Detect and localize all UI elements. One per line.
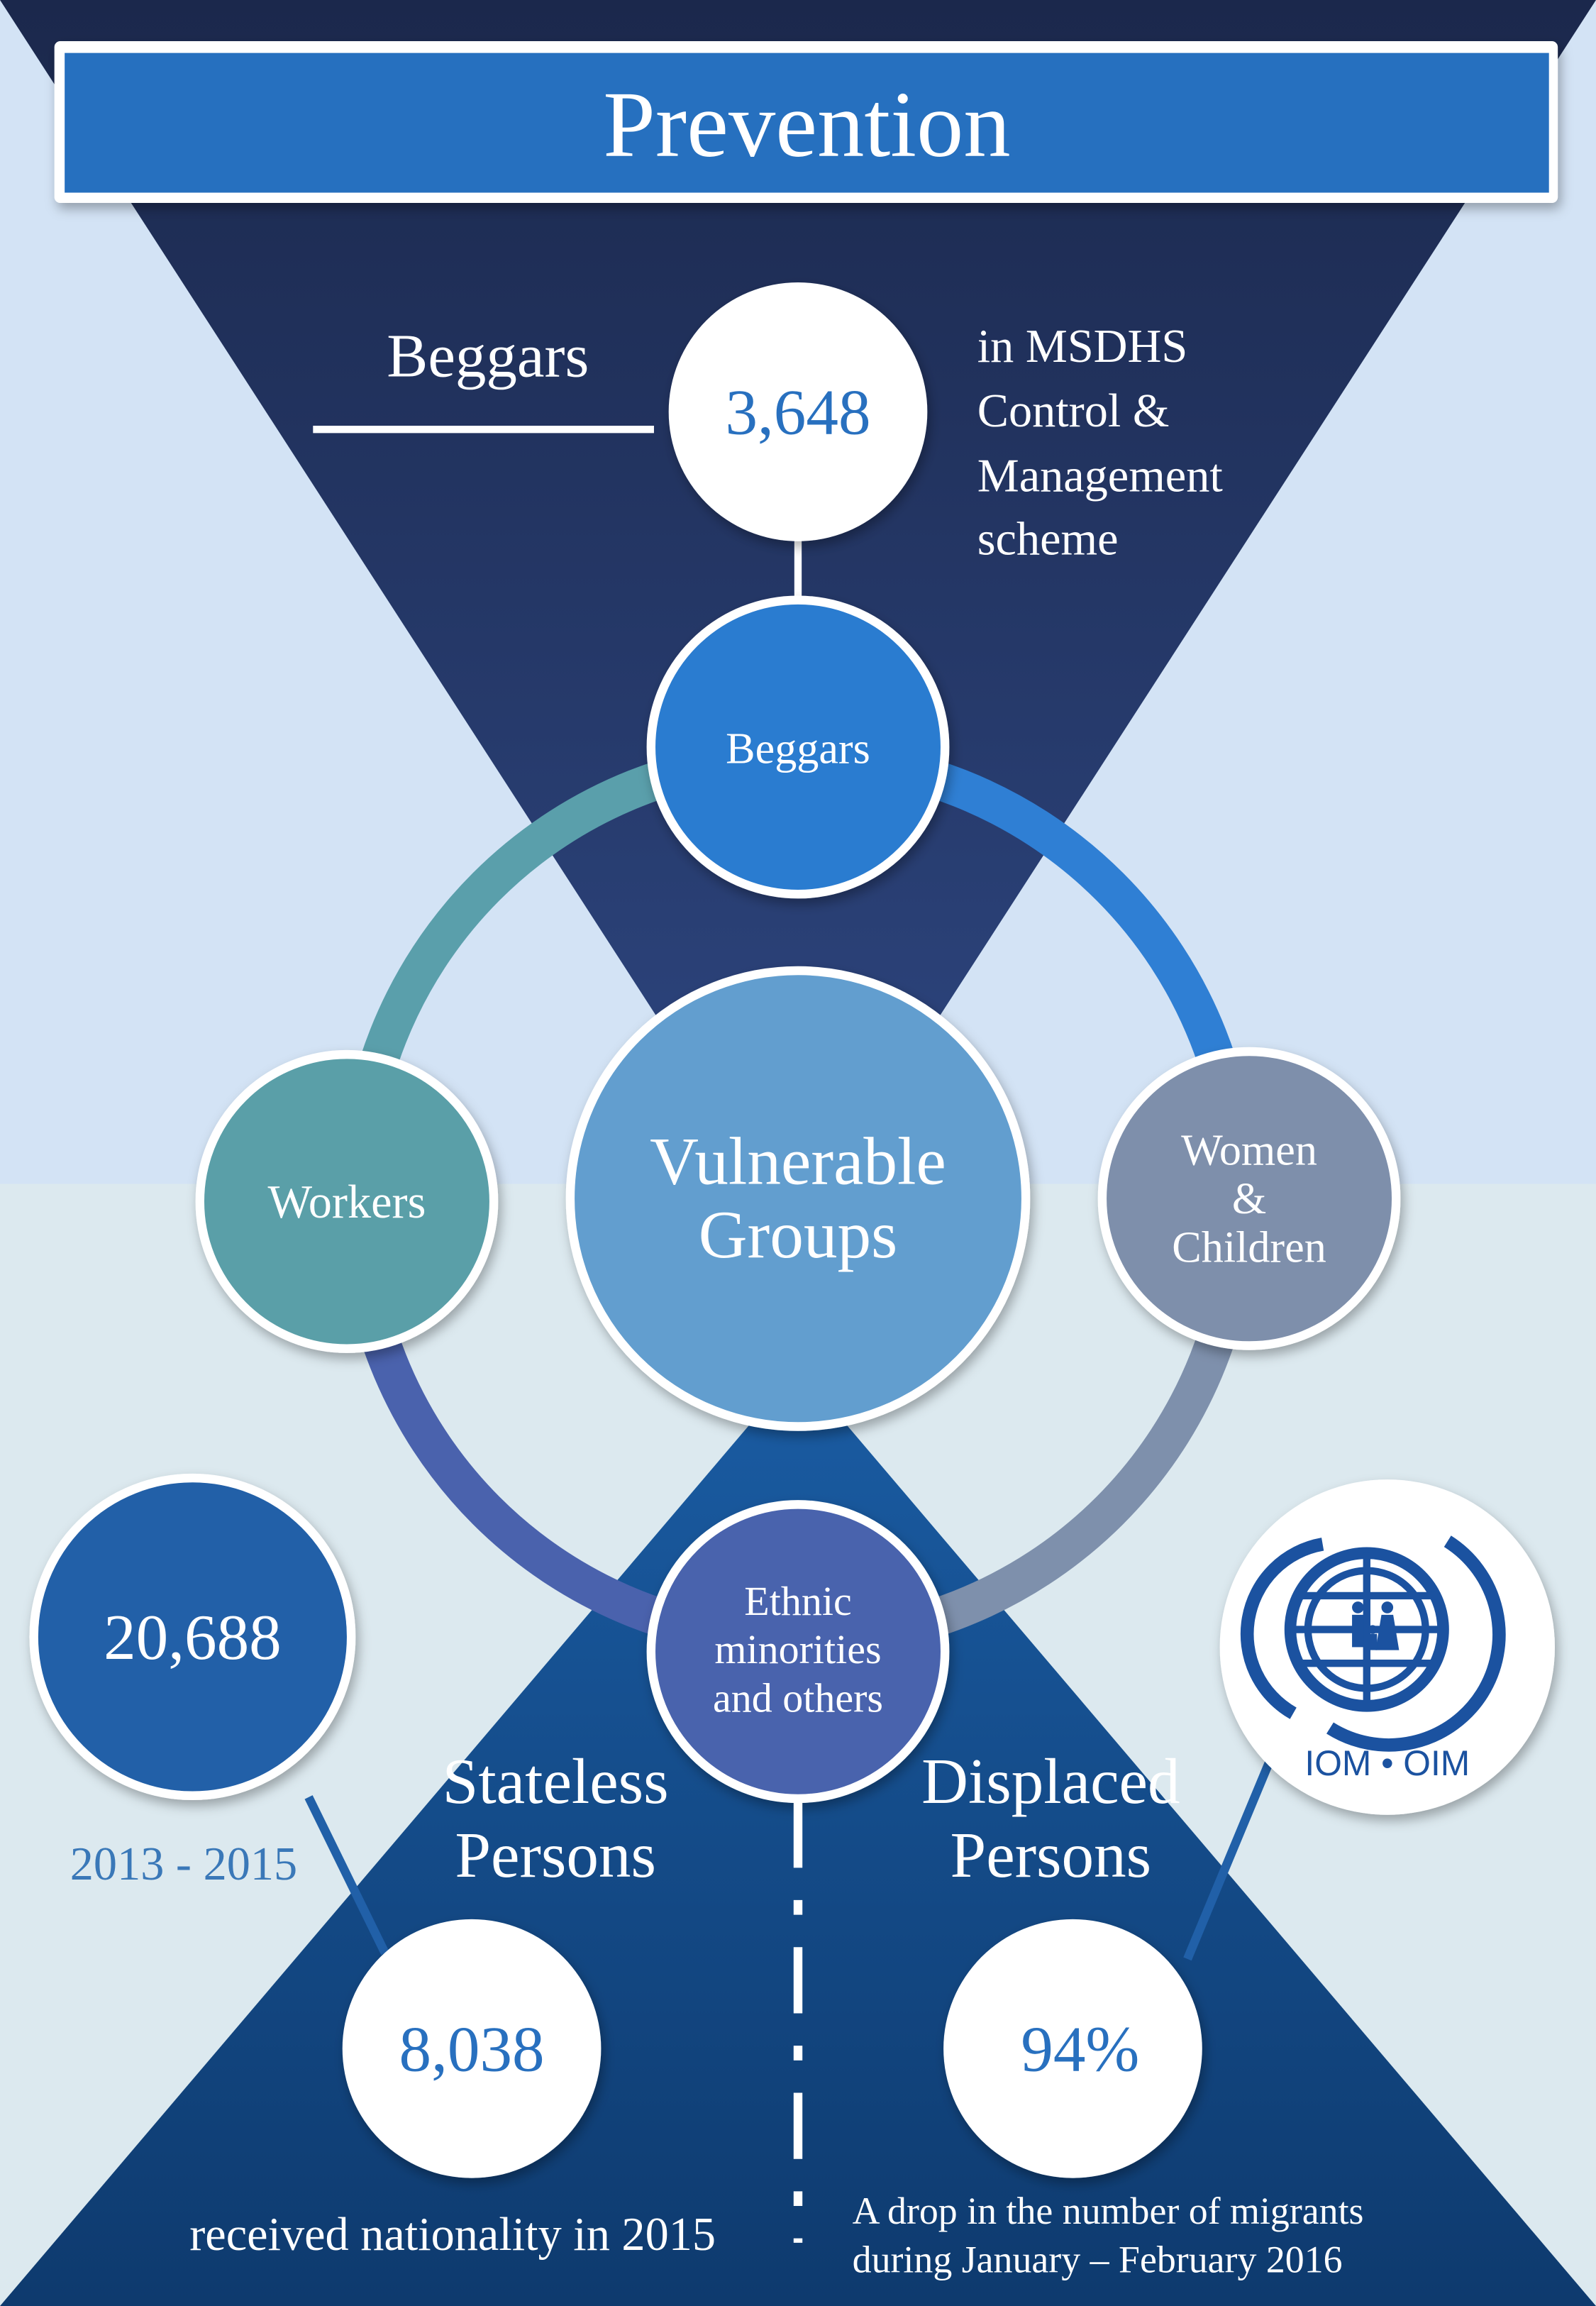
node-women-label-3: Children <box>1172 1223 1326 1271</box>
beggars-heading: Beggars <box>387 321 589 390</box>
stateless-total-circle <box>29 1473 356 1800</box>
node-ethnic-label-3: and others <box>713 1675 883 1721</box>
stateless-heading-2: Persons <box>455 1819 656 1891</box>
stateless-total-value: 20,688 <box>104 1601 282 1673</box>
beggars-value: 3,648 <box>725 376 870 448</box>
node-beggars <box>646 595 950 899</box>
stateless-total-period: 2013 - 2015 <box>70 1838 297 1890</box>
beggars-desc-4: scheme <box>977 513 1119 565</box>
node-ethnic-label-1: Ethnic <box>744 1578 851 1624</box>
displaced-heading-1: Displaced <box>921 1745 1180 1817</box>
stateless-value-circle <box>342 1919 602 2178</box>
displaced-value: 94% <box>1021 2013 1139 2085</box>
stateless-heading-1: Stateless <box>443 1745 669 1817</box>
beggars-value-circle <box>668 282 928 541</box>
displaced-desc-2: during January – February 2016 <box>853 2238 1343 2280</box>
node-women-label-1: Women <box>1181 1127 1317 1175</box>
beggars-desc-2: Control & <box>977 385 1170 437</box>
stateless-value: 8,038 <box>399 2013 545 2085</box>
node-women-children <box>1097 1047 1401 1350</box>
displaced-connector <box>1183 1755 1275 1961</box>
page-title: Prevention <box>603 72 1010 177</box>
stateless-connector <box>304 1795 389 1955</box>
displaced-value-circle <box>943 1919 1202 2178</box>
center-label-line2: Groups <box>699 1197 898 1272</box>
title-banner <box>54 41 1558 204</box>
iom-logo-icon <box>1240 1535 1506 1752</box>
node-ethnic-minorities <box>646 1500 950 1804</box>
center-circle <box>565 966 1031 1431</box>
center-label-line1: Vulnerable <box>650 1124 946 1199</box>
node-ethnic-label-2: minorities <box>714 1626 881 1672</box>
node-beggars-label: Beggars <box>726 725 870 773</box>
displaced-desc-1: A drop in the number of migrants <box>853 2190 1364 2232</box>
stateless-desc: received nationality in 2015 <box>189 2209 716 2261</box>
beggars-desc-1: in MSDHS <box>977 321 1188 373</box>
node-workers <box>195 1049 499 1353</box>
iom-logo-text: IOM • OIM <box>1304 1743 1470 1783</box>
node-women-label-2: & <box>1232 1175 1266 1223</box>
displaced-heading-2: Persons <box>951 1819 1152 1891</box>
node-workers-label: Workers <box>267 1176 426 1228</box>
beggars-desc-3: Management <box>977 450 1224 502</box>
